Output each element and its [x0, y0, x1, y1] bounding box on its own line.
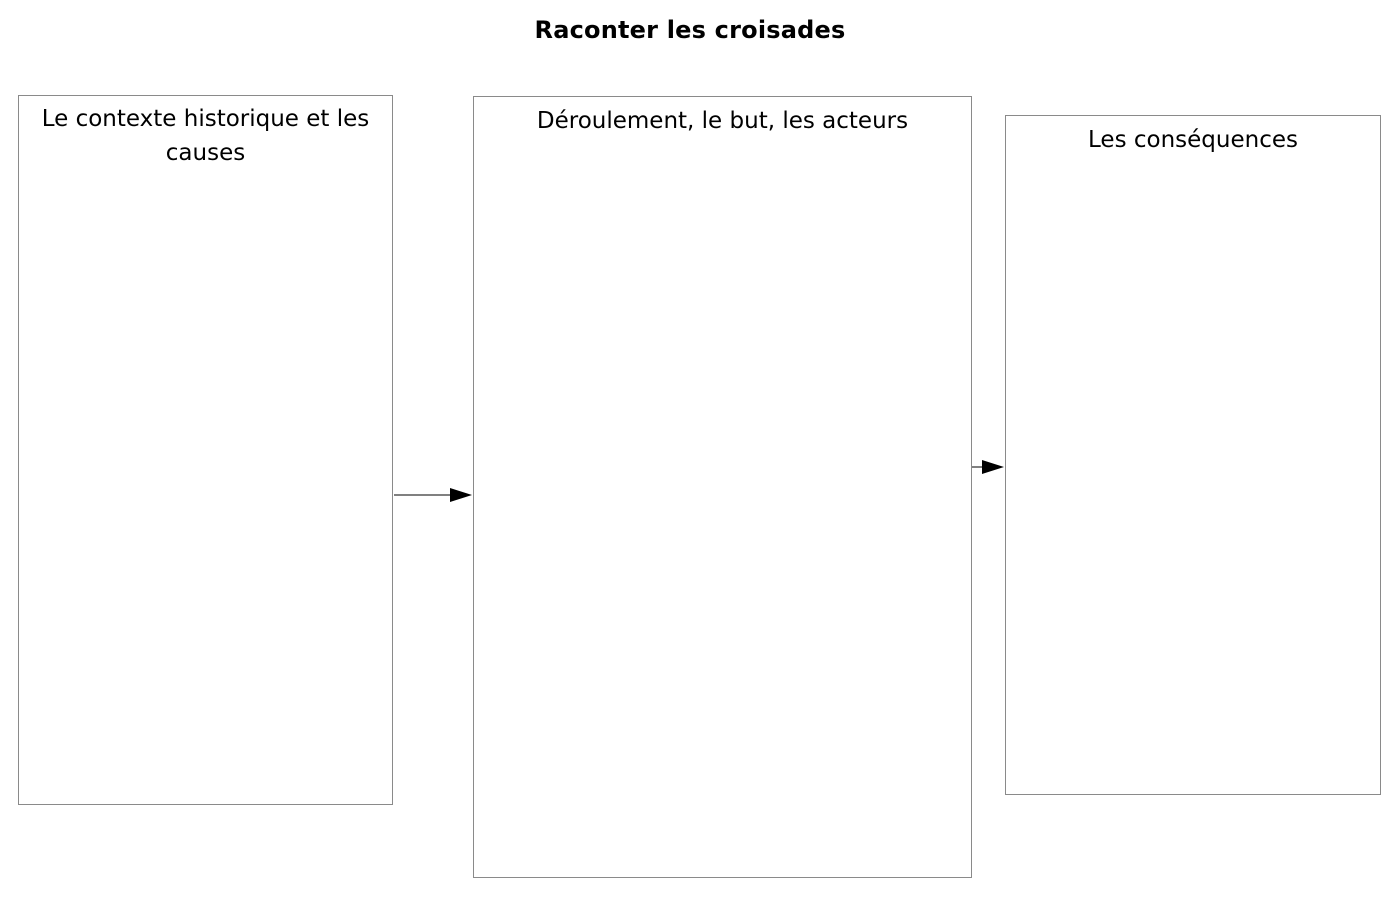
box-causes-label: Le contexte historique et les causes: [41, 106, 370, 166]
box-consequences: Les conséquences: [1005, 115, 1381, 795]
arrow-1-head: [450, 488, 472, 502]
diagram-title: Raconter les croisades: [534, 16, 846, 44]
box-deroulement-label: Déroulement, le but, les acteurs: [536, 108, 909, 134]
box-consequences-label: Les conséquences: [1088, 127, 1298, 153]
box-causes: Le contexte historique et les causes: [18, 95, 393, 805]
box-deroulement: Déroulement, le but, les acteurs: [473, 96, 972, 878]
arrow-2-head: [982, 460, 1004, 474]
arrow-deroulement-to-consequences: [972, 460, 1004, 474]
arrow-causes-to-deroulement: [394, 488, 472, 502]
